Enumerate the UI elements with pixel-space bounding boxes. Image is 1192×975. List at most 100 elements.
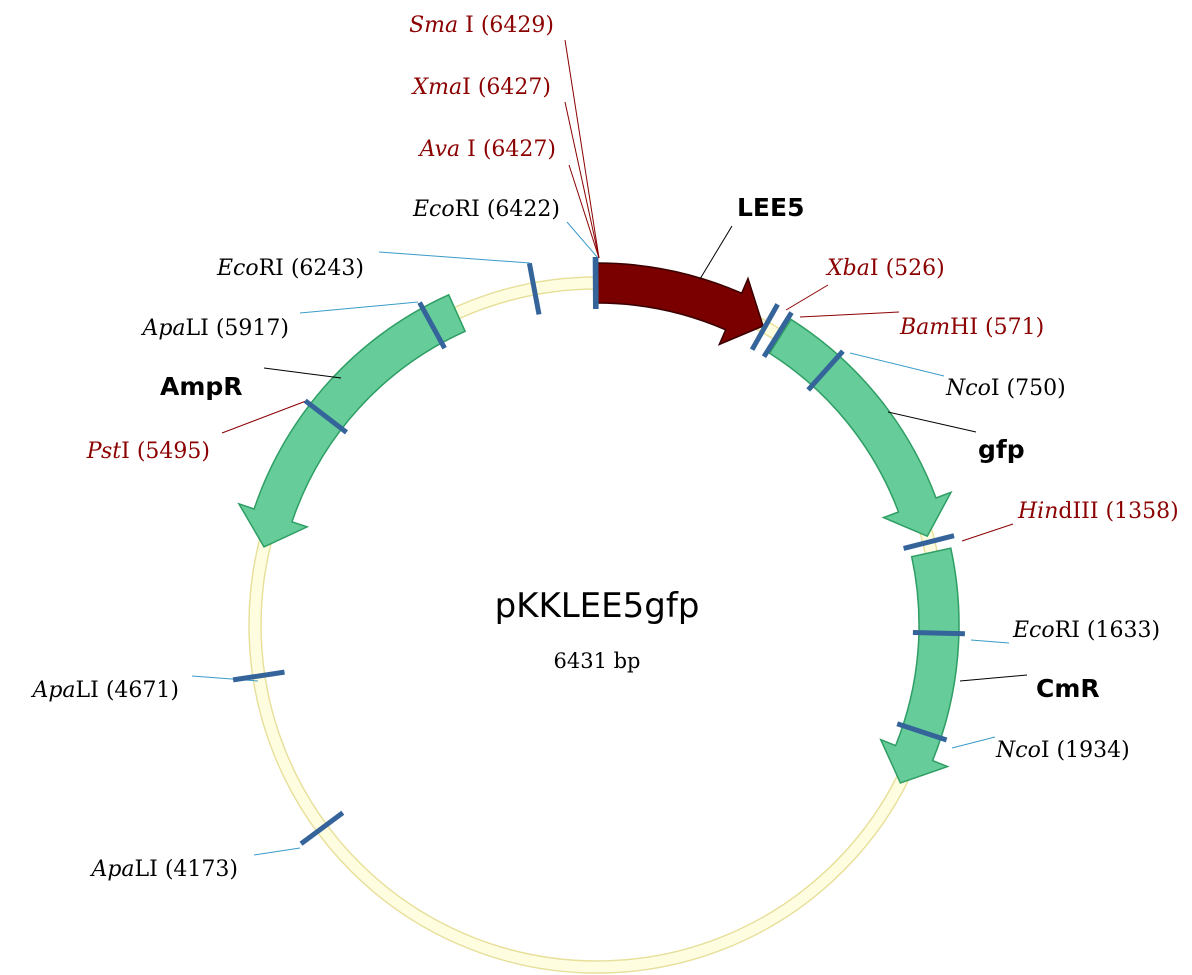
cut-mark-psti — [303, 398, 349, 435]
site-label-apali-4173: ApaLI (4173) — [89, 857, 238, 882]
leader-xbai — [785, 284, 829, 311]
gene-label-gfp: gfp — [978, 435, 1025, 464]
site-position-label-hindiii: (1358) — [1106, 499, 1179, 524]
cut-mark-apali-4671 — [232, 669, 285, 683]
feature-arrow-cmr — [879, 547, 960, 784]
site-position-label-apali-4671: (4671) — [106, 678, 179, 703]
site-label-xbai: XbaI (526) — [825, 256, 945, 281]
site-suffix-apali-4671: LI — [76, 678, 99, 703]
site-suffix-ecori-6422: RI — [455, 197, 480, 222]
site-enzyme-psti: Pst — [86, 439, 122, 464]
site-enzyme-hindiii: Hin — [1017, 499, 1058, 524]
site-position-label-bamhi: (571) — [985, 315, 1044, 340]
site-position-label-ncoi-1934: (1934) — [1057, 738, 1130, 763]
site-label-ecori-6243: EcoRI (6243) — [216, 256, 364, 281]
site-position-label-ecori-1633: (1633) — [1087, 618, 1160, 643]
leader-ecori-6422 — [566, 221, 599, 259]
gene-label-ampr: AmpR — [160, 372, 243, 401]
site-position-label-xbai: (526) — [886, 256, 945, 281]
leader-ncoi-750 — [849, 352, 945, 377]
leader-ecori-6243 — [378, 251, 531, 264]
cut-mark-bamhi — [761, 311, 794, 359]
site-enzyme-ncoi-750: Nco — [945, 376, 991, 401]
site-suffix-ncoi-750: I — [991, 376, 1000, 401]
leader-gene-gfp — [887, 411, 977, 433]
site-position-label-xmai: (6427) — [478, 75, 551, 100]
site-label-ncoi-1934: NcoI (1934) — [995, 738, 1130, 763]
site-label-avai: Ava I (6427) — [418, 137, 556, 162]
site-position-smai — [474, 13, 481, 38]
leader-bamhi — [799, 311, 900, 318]
gene-label-cmr: CmR — [1036, 674, 1100, 703]
site-suffix-ecori-1633: RI — [1055, 618, 1080, 643]
site-label-apali-4671: ApaLI (4671) — [30, 678, 179, 703]
site-enzyme-apali-4173: Apa — [89, 857, 134, 882]
cut-mark-ncoi-1934 — [896, 721, 948, 743]
site-enzyme-apali-4671: Apa — [30, 678, 75, 703]
leader-ncoi-1934 — [951, 736, 996, 749]
site-label-ecori-1633: EcoRI (1633) — [1012, 618, 1160, 643]
site-label-ncoi-750: NcoI (750) — [945, 376, 1066, 401]
site-enzyme-bamhi: Bam — [899, 315, 950, 340]
site-suffix-hindiii: dIII — [1058, 499, 1098, 524]
site-position-label-ecori-6243: (6243) — [291, 256, 364, 281]
site-enzyme-xmai: Xma — [411, 75, 463, 100]
cut-mark-ecori-1633 — [912, 630, 965, 637]
cut-mark-apali-4173 — [299, 810, 345, 846]
site-enzyme-smai: Sma — [409, 13, 458, 38]
leader-ecori-1633 — [970, 639, 1010, 644]
leader-gene-cmr — [959, 674, 1028, 682]
feature-arrow-gfp — [768, 318, 953, 538]
site-enzyme-ecori-6422: Eco — [412, 197, 455, 222]
site-position-label-smai: (6429) — [481, 13, 554, 38]
leader-avai — [568, 164, 600, 259]
site-suffix-psti: I — [121, 439, 130, 464]
site-suffix-xbai: I — [870, 256, 879, 281]
site-suffix-bamhi: HI — [950, 315, 978, 340]
leader-gene-ampr — [263, 367, 342, 379]
leader-psti — [221, 400, 307, 434]
site-label-hindiii: HindIII (1358) — [1017, 499, 1179, 524]
site-enzyme-ecori-6243: Eco — [216, 256, 259, 281]
leader-smai — [564, 39, 600, 259]
site-label-ecori-6422: EcoRI (6422) — [412, 197, 560, 222]
site-suffix-apali-4173: LI — [135, 857, 158, 882]
leader-apali-5917 — [299, 301, 419, 314]
site-position-label-apali-5917: (5917) — [216, 316, 289, 341]
feature-arrow-lee5 — [596, 262, 765, 346]
site-enzyme-ecori-1633: Eco — [1012, 618, 1055, 643]
site-enzyme-avai: Ava — [418, 137, 461, 162]
feature-arrow-ampr — [237, 293, 467, 548]
gene-label-lee5: LEE5 — [737, 193, 804, 222]
features-layer — [237, 262, 960, 784]
site-suffix-apali-5917: LI — [186, 316, 209, 341]
plasmid-size: 6431 bp — [553, 649, 640, 673]
cut-mark-ecori-6243 — [526, 262, 542, 315]
plasmid-name: pKKLEE5gfp — [495, 586, 700, 626]
site-enzyme-xbai: Xba — [825, 256, 870, 281]
cut-mark-hindiii — [902, 533, 955, 551]
site-position-label-avai: (6427) — [483, 137, 556, 162]
site-label-psti: PstI (5495) — [86, 439, 210, 464]
site-suffix-avai: I — [460, 137, 476, 162]
site-label-bamhi: BamHI (571) — [899, 315, 1044, 340]
site-suffix-ecori-6243: RI — [259, 256, 284, 281]
site-suffix-smai: I — [458, 13, 474, 38]
site-enzyme-apali-5917: Apa — [140, 316, 185, 341]
leader-apali-4173 — [253, 847, 301, 856]
cut-mark-xbai — [749, 303, 780, 351]
leader-xmai — [564, 101, 600, 259]
site-position-label-ncoi-750: (750) — [1007, 376, 1066, 401]
site-enzyme-ncoi-1934: Nco — [995, 738, 1041, 763]
site-position-label-psti: (5495) — [137, 439, 210, 464]
site-suffix-ncoi-1934: I — [1041, 738, 1050, 763]
site-label-apali-5917: ApaLI (5917) — [140, 316, 289, 341]
site-suffix-xmai: I — [462, 75, 471, 100]
cut-mark-ncoi-750 — [806, 349, 845, 392]
site-position-label-apali-4173: (4173) — [165, 857, 238, 882]
leader-hindiii — [961, 523, 1014, 542]
site-label-xmai: XmaI (6427) — [411, 75, 552, 100]
cut-marks-layer — [232, 256, 965, 846]
